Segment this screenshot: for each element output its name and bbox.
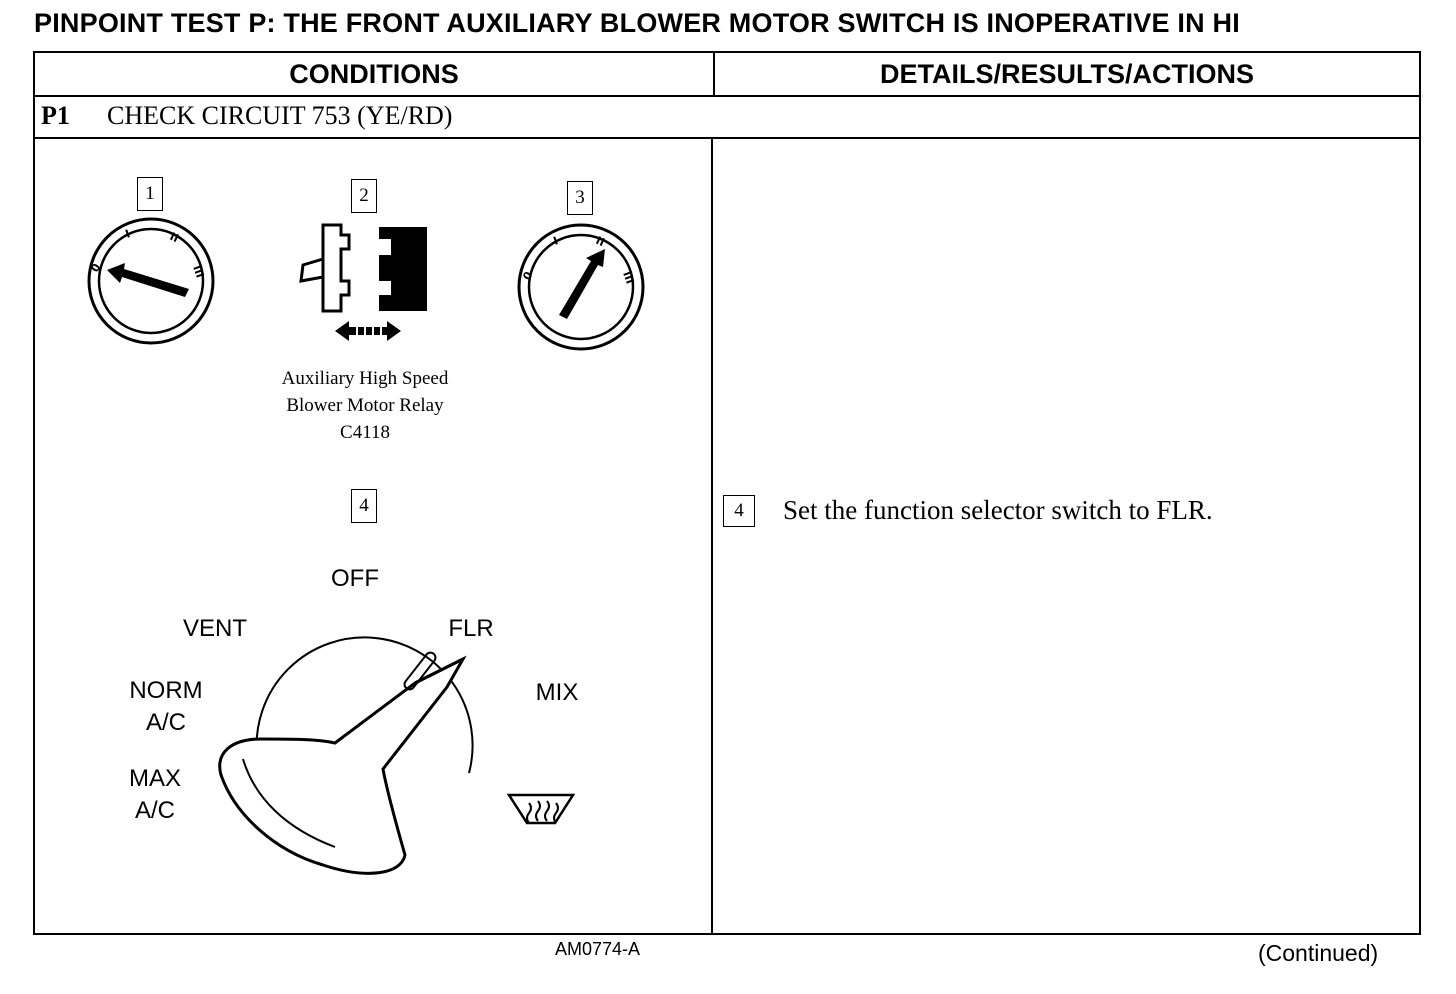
conditions-cell: 0 I II III 0 [35,139,713,959]
norm-line1: NORM [129,677,203,704]
figure-id: AM0774-A [555,939,641,959]
selector-label-vent: VENT [182,615,247,642]
step-number: P1 [41,101,70,130]
action-text: Set the function selector switch to FLR. [783,495,1213,525]
ignition-switch-off-icon [87,217,215,345]
relay-label-line3: C4118 [340,422,390,443]
callout-1: 1 [137,177,163,211]
max-line2: A/C [134,797,175,824]
conditions-illustration: 0 I II III 0 [87,217,645,875]
details-header: DETAILS/RESULTS/ACTIONS [715,53,1419,97]
callout-3: 3 [567,181,593,215]
selector-label-mix: MIX [535,679,579,706]
defrost-icon [506,793,576,825]
ignition-switch-run-icon [517,223,645,351]
callout-4: 4 [351,489,377,523]
dial3-mark-1: I [552,234,560,248]
selector-label-max-ac: MAX A/C [115,763,195,827]
dial3-mark-0: 0 [520,269,535,282]
details-cell: 4 Set the function selector switch to FL… [713,139,1419,933]
action-callout-4: 4 [723,495,755,527]
continued-note: (Continued) [1258,940,1379,966]
relay-label-line1: Auxiliary High Speed [281,368,449,389]
selector-label-flr: FLR [448,615,494,642]
page-title: PINPOINT TEST P: THE FRONT AUXILIARY BLO… [34,8,1240,38]
pinpoint-test-table: CONDITIONS DETAILS/RESULTS/ACTIONS P1 CH… [33,51,1421,959]
selector-label-norm-ac: NORM A/C [121,675,211,739]
selector-label-off: OFF [331,565,379,592]
step-title: CHECK CIRCUIT 753 (YE/RD) [107,101,453,130]
callout-2: 2 [351,179,377,213]
relay-label-line2: Blower Motor Relay [286,395,444,416]
dial1-mark-3: III [190,264,206,280]
norm-line2: A/C [145,709,186,736]
conditions-header: CONDITIONS [35,53,715,97]
dial1-mark-1: I [124,227,132,241]
function-selector-knob-icon [218,636,474,875]
relay-label: Auxiliary High Speed Blower Motor Relay … [235,365,495,446]
max-line1: MAX [128,765,181,792]
relay-connector-icon [299,223,427,341]
step-row: P1 CHECK CIRCUIT 753 (YE/RD) [35,97,1419,139]
dial3-mark-3: III [620,270,636,286]
